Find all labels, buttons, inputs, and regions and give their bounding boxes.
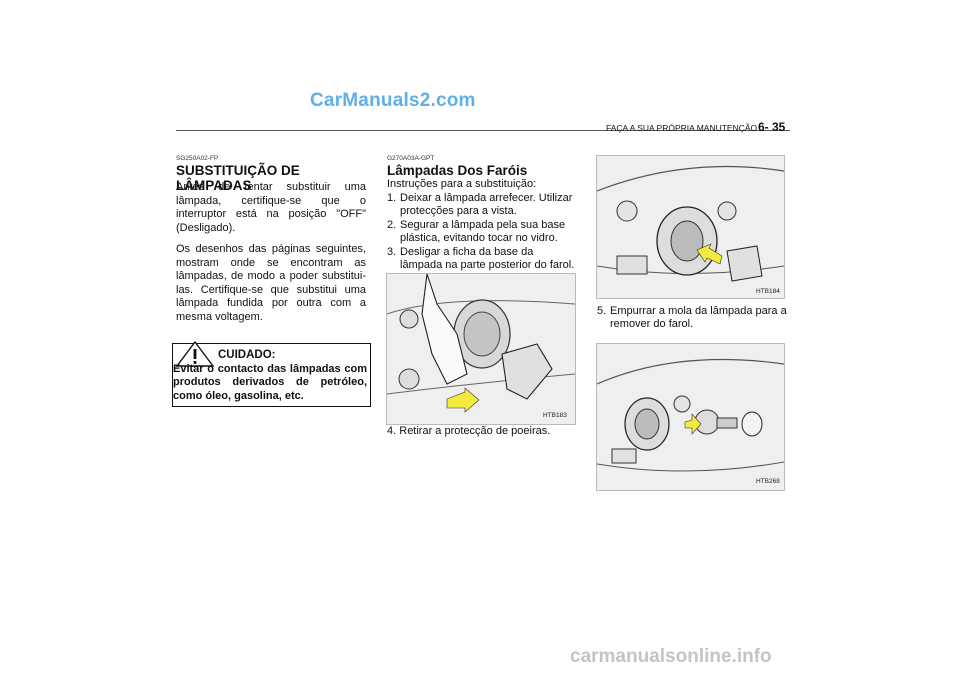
warning-triangle-icon bbox=[175, 340, 215, 373]
headlamp-title: Lâmpadas Dos Faróis bbox=[387, 163, 528, 178]
caution-title: CUIDADO: bbox=[218, 349, 276, 361]
step-5-list: 5.Empurrar a mola da lâmpada para a remo… bbox=[597, 305, 787, 332]
figure-label: HTB184 bbox=[756, 288, 780, 295]
list-item: 2.Segurar a lâmpada pela sua base plásti… bbox=[387, 218, 566, 245]
intro-paragraph: Antes de tentar substituir uma lâmpada, … bbox=[176, 181, 366, 234]
page-number: 6- 35 bbox=[758, 120, 786, 134]
header-rule-right bbox=[590, 130, 790, 131]
caution-box bbox=[172, 343, 371, 407]
section-code-2: G270A03A-GPT bbox=[387, 155, 435, 162]
figure-bulb-removal bbox=[596, 343, 785, 491]
caution-text: Evitar o contacto das lâmpadas com produ… bbox=[173, 363, 367, 402]
figure-plug bbox=[596, 155, 785, 299]
info-paragraph: Os desenhos das páginas seguintes, mostr… bbox=[176, 243, 366, 323]
list-item: 3.Desligar a ficha da base da lâmpada na… bbox=[387, 245, 575, 272]
instructions-intro: Instruções para a substituição: bbox=[387, 178, 537, 190]
watermark-bottom[interactable]: carmanualsonline.info bbox=[570, 646, 772, 667]
step-4: 4. Retirar a protecção de poeiras. bbox=[387, 425, 551, 437]
figure-label: HTB268 bbox=[756, 478, 780, 485]
figure-label: HTB183 bbox=[543, 412, 567, 419]
list-item: 5.Empurrar a mola da lâmpada para a remo… bbox=[597, 305, 787, 331]
watermark-top[interactable]: CarManuals2.com bbox=[310, 90, 476, 111]
list-item: 1.Deixar a lâmpada arrefecer. Utilizar p… bbox=[387, 192, 573, 218]
section-code: SG250A02-FP bbox=[176, 155, 219, 162]
steps-list: 1.Deixar a lâmpada arrefecer. Utilizar p… bbox=[387, 192, 575, 272]
running-title: FAÇA A SUA PRÓPRIA MANUTENÇÃO bbox=[606, 123, 758, 133]
header-rule bbox=[176, 130, 590, 131]
figure-dust-cover bbox=[386, 273, 576, 425]
section-title: SUBSTITUIÇÃO DE LÂMPADAS bbox=[176, 163, 300, 193]
